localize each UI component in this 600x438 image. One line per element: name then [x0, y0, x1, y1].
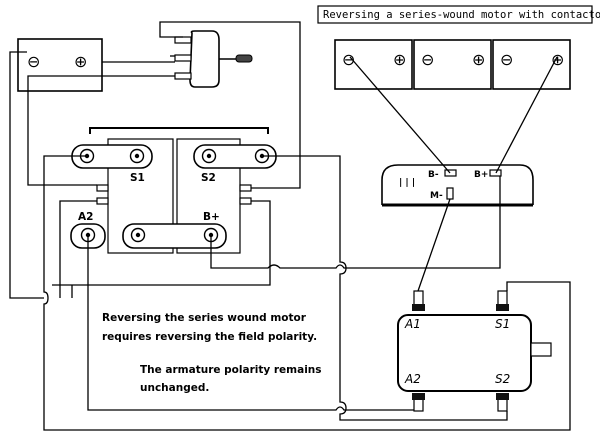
battery-2-positive: ⊕: [472, 50, 485, 69]
note-line-2: requires reversing the field polarity.: [102, 331, 317, 343]
battery-1-positive: ⊕: [393, 50, 406, 69]
controller-bminus-label: B-: [428, 170, 439, 180]
battery-1-negative: ⊖: [342, 50, 355, 69]
diagram-title: Reversing a series-wound motor with cont…: [323, 9, 600, 21]
battery-3-negative: ⊖: [500, 50, 513, 69]
notes: Reversing the series wound motor require…: [102, 312, 322, 394]
motor-a2-label: A2: [404, 372, 421, 386]
contactor-a2-label: A2: [78, 211, 93, 223]
motor: A1 S1 A2 S2: [397, 290, 552, 412]
title-box: Reversing a series-wound motor with cont…: [317, 5, 600, 24]
note-line-4: unchanged.: [140, 382, 209, 394]
battery-negative-terminal: ⊖: [27, 52, 40, 71]
controller-bplus-label: B+: [474, 170, 488, 180]
controller-mminus-label: M-: [430, 191, 443, 201]
contactor-bplus-label: B+: [203, 211, 220, 223]
controller-marking: | | |: [399, 178, 415, 188]
motor-s1-label: S1: [495, 317, 510, 331]
battery-2-negative: ⊖: [421, 50, 434, 69]
motor-s2-label: S2: [495, 372, 510, 386]
left-battery: ⊖ ⊕: [17, 38, 103, 92]
battery-positive-terminal: ⊕: [74, 52, 87, 71]
battery-3-positive: ⊕: [551, 50, 564, 69]
wiring: [9, 21, 571, 431]
reversing-switch: [174, 30, 253, 88]
contactor: S1 S2 A2 B+: [70, 127, 277, 254]
note-line-1: Reversing the series wound motor: [102, 312, 307, 324]
contactor-s1-label: S1: [130, 172, 145, 184]
motor-controller: | | | B- B+ M-: [381, 164, 534, 207]
note-line-3: The armature polarity remains: [140, 364, 322, 376]
contactor-s2-label: S2: [201, 172, 216, 184]
battery-pack: ⊖ ⊕ ⊖ ⊕ ⊖ ⊕: [334, 39, 571, 90]
motor-a1-label: A1: [404, 317, 421, 331]
